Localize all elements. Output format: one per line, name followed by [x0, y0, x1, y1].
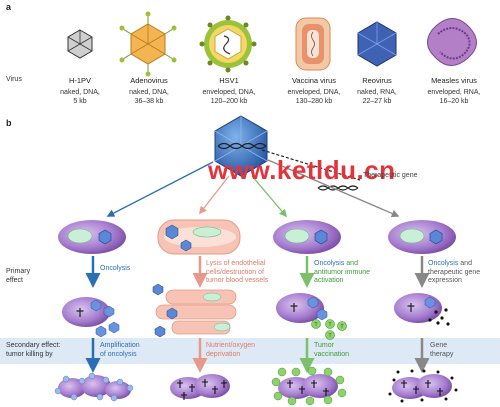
svg-text:T: T — [328, 322, 331, 328]
lysing-cell-col1 — [62, 297, 120, 338]
reovirus-icon — [357, 21, 397, 67]
therapeutic-gene-dna — [317, 185, 359, 191]
virus-name-measles: Measles virus — [431, 76, 477, 85]
secondary-col2-text: Nutrient/oxygen deprivation — [206, 342, 256, 358]
panel-a-label: a — [6, 2, 12, 12]
tumor-cell-col3 — [273, 220, 341, 254]
primary-col4-gene: and therapeutic gene expression — [428, 260, 481, 284]
destroyed-vessel-col2 — [152, 283, 237, 338]
primary-effect-label: Primary effect — [6, 268, 31, 284]
primary-col3-immune: and antitumor immune activation — [314, 260, 371, 284]
watermark: www.ketldu.cn — [208, 155, 396, 185]
tumor-mass-col4 — [388, 369, 458, 403]
svg-text:T: T — [340, 324, 343, 330]
tumor-mass-col2 — [170, 374, 230, 400]
virus-name-reovirus: Reovirus — [362, 76, 392, 85]
therapeutic-gene-label: Therapeutic gene — [363, 172, 418, 179]
virus-desc-adenovirus: naked, DNA, 36–38 kb — [129, 89, 169, 105]
vaccinia-virus-icon — [295, 17, 331, 71]
virus-desc-hsv1: enveloped, DNA, 120–200 kb — [202, 89, 256, 105]
blood-vessel-col2 — [157, 219, 241, 255]
primary-col4-text: Oncolysis and therapeutic gene expressio… — [428, 260, 480, 286]
tumor-mass-col3 — [271, 366, 347, 406]
primary-col1-text: Oncolysis — [100, 265, 131, 272]
virus-name-hsv1: HSV1 — [219, 76, 239, 85]
secondary-effect-label: Secondary effect: tumor killing by — [6, 342, 61, 358]
panel-b-label: b — [6, 118, 12, 128]
secondary-col3-text: Tumor vaccination — [314, 342, 350, 358]
virus-name-adenovirus: Adenovirus — [130, 76, 168, 85]
secondary-col1-text: Amplification of oncolysis — [100, 342, 140, 358]
virus-name-vaccina: Vaccina virus — [291, 76, 337, 85]
measles-virus-icon — [427, 18, 477, 66]
virus-desc-measles: enveloped, RNA, 16–20 kb — [427, 89, 481, 105]
oncolytic-virus-hexagon — [214, 115, 268, 177]
virus-row-label: Virus — [6, 76, 22, 83]
virus-name-h1pv: H-1PV — [68, 76, 92, 85]
hsv1-virus-icon — [199, 15, 257, 73]
svg-text:T: T — [314, 322, 317, 328]
adenovirus-icon — [119, 11, 177, 77]
h1pv-virus-icon — [67, 29, 93, 59]
tumor-cell-col1 — [58, 220, 126, 254]
primary-col3-oncolysis: Oncolysis — [314, 260, 345, 267]
virus-desc-vaccina: enveloped, DNA, 130–280 kb — [287, 89, 341, 105]
lysing-cell-col4 — [394, 293, 450, 326]
virus-desc-h1pv: naked, DNA, 5 kb — [60, 89, 100, 105]
tumor-cell-col4 — [388, 220, 456, 254]
primary-col2-text: Lysis of endothelial cells/destruction o… — [206, 260, 269, 284]
tumor-mass-col1 — [54, 372, 134, 402]
primary-col4-oncolysis: Oncolysis — [428, 260, 459, 267]
primary-col3-text: Oncolysis and antitumor immune activatio… — [314, 260, 370, 286]
virus-desc-reovirus: naked, RNA, 22–27 kb — [357, 89, 397, 105]
secondary-col4-text: Gene therapy — [430, 342, 454, 358]
svg-text:T: T — [328, 333, 331, 339]
